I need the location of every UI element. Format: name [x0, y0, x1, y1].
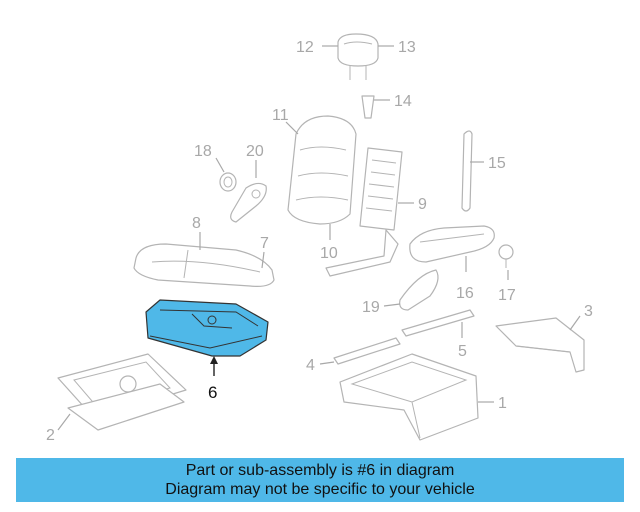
callout-2: 2	[46, 427, 55, 444]
seat-back-cover-part	[287, 115, 357, 225]
knob-part	[219, 172, 237, 192]
side-cover-part	[399, 269, 439, 311]
banner-line-1: Part or sub-assembly is #6 in diagram	[185, 462, 455, 479]
seat-cushion-cover-part	[133, 243, 275, 287]
callout-1: 1	[498, 395, 507, 412]
seat-riser-frame-part	[57, 353, 187, 431]
callout-4: 4	[306, 357, 315, 374]
recliner-cover-part	[230, 182, 267, 223]
callout-18: 18	[194, 143, 212, 160]
seat-parts-diagram: 12 13 14 11 9 10 15 18	[46, 33, 593, 444]
armrest-part	[409, 225, 495, 263]
seat-base-frame-part	[339, 353, 479, 441]
seat-cushion-pad-highlighted	[145, 299, 269, 357]
callout-20: 20	[246, 143, 264, 160]
tray-part	[495, 317, 585, 373]
callout-6: 6	[208, 383, 217, 402]
headrest-part	[337, 33, 379, 80]
clip-part	[498, 244, 514, 268]
callout-11: 11	[272, 107, 289, 124]
callout-7: 7	[260, 235, 269, 252]
seat-back-frame-part	[325, 147, 403, 277]
callout-19: 19	[362, 299, 380, 316]
rail-part-4	[333, 337, 401, 365]
callout-9: 9	[418, 196, 427, 213]
callout-15: 15	[488, 155, 506, 172]
banner-line-2: Diagram may not be specific to your vehi…	[165, 481, 475, 498]
callout-10: 10	[320, 245, 338, 262]
callout-17: 17	[498, 287, 516, 304]
headrest-guide-part	[361, 95, 375, 119]
callout-12: 12	[296, 39, 314, 56]
trim-strip-part	[461, 130, 473, 212]
callout-3: 3	[584, 303, 593, 320]
callout-13: 13	[398, 39, 416, 56]
rail-part-5	[401, 309, 475, 337]
callout-16: 16	[456, 285, 474, 302]
info-banner: Part or sub-assembly is #6 in diagram Di…	[16, 458, 624, 502]
callout-5: 5	[458, 343, 467, 360]
callout-8: 8	[192, 215, 201, 232]
callout-14: 14	[394, 93, 412, 110]
